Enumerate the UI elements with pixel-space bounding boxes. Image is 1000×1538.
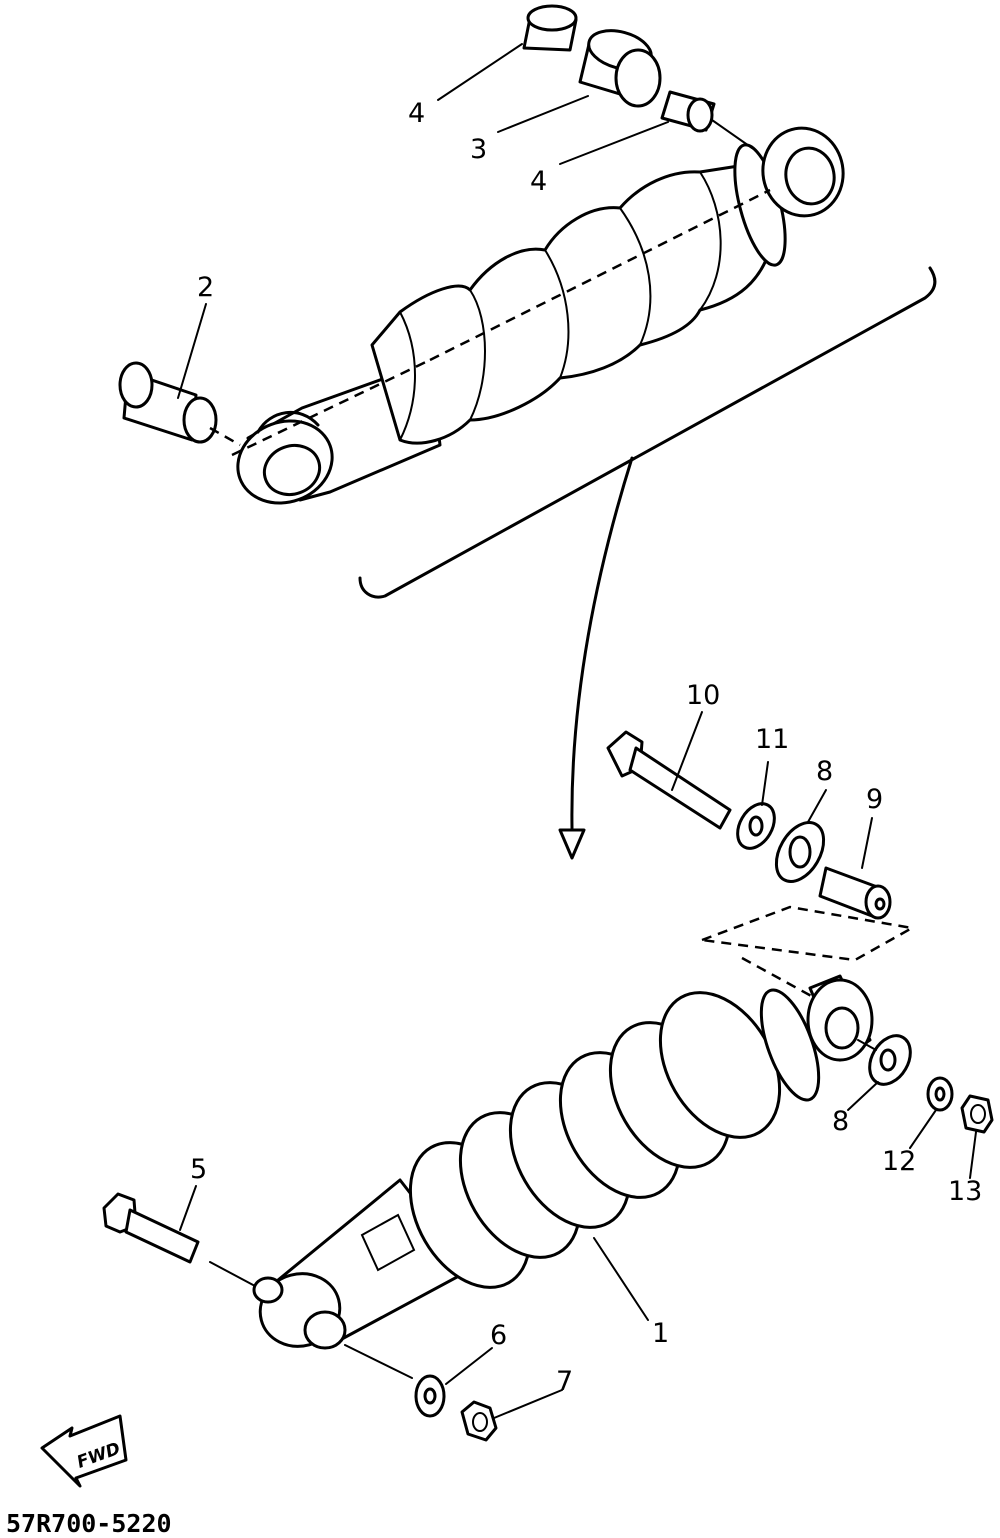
callout-11: 11 [755, 724, 789, 755]
callout-1: 1 [652, 1318, 669, 1349]
collar-part-9 [818, 866, 892, 920]
bolt-part-5 [102, 1192, 200, 1264]
callout-4-top: 4 [408, 98, 425, 129]
callout-5: 5 [190, 1154, 207, 1185]
upper-shock-assembly [231, 126, 845, 505]
callout-9: 9 [866, 784, 883, 815]
collar-part-4-top [522, 4, 578, 52]
callout-4-mid: 4 [530, 166, 547, 197]
callout-6: 6 [490, 1320, 507, 1351]
bearing-part-8-top [774, 821, 826, 883]
bushing-part-3 [578, 29, 662, 108]
assembly-bracket [358, 266, 937, 860]
drawing-code: 57R700-5220 [6, 1509, 172, 1538]
washer-part-6 [414, 1374, 446, 1418]
nut-part-13 [960, 1094, 994, 1134]
callout-12: 12 [882, 1146, 916, 1177]
callout-13: 13 [948, 1176, 982, 1207]
bolt-part-10 [606, 730, 732, 830]
nut-part-7 [460, 1400, 498, 1442]
collar-part-4-mid [660, 90, 716, 133]
coil-spring [408, 991, 782, 1289]
callout-8-bottom: 8 [832, 1106, 849, 1137]
callout-8-top: 8 [816, 756, 833, 787]
washer-part-11 [736, 802, 776, 850]
callout-10: 10 [686, 680, 720, 711]
bushing-part-2 [118, 361, 218, 444]
lower-shock-assembly [252, 974, 874, 1350]
callout-2: 2 [197, 272, 214, 303]
fwd-arrow-icon: FWD [40, 1414, 128, 1488]
washer-part-12 [926, 1076, 954, 1112]
callout-3: 3 [470, 134, 487, 165]
callout-7: 7 [556, 1366, 573, 1397]
bearing-part-8-bottom [868, 1034, 912, 1086]
